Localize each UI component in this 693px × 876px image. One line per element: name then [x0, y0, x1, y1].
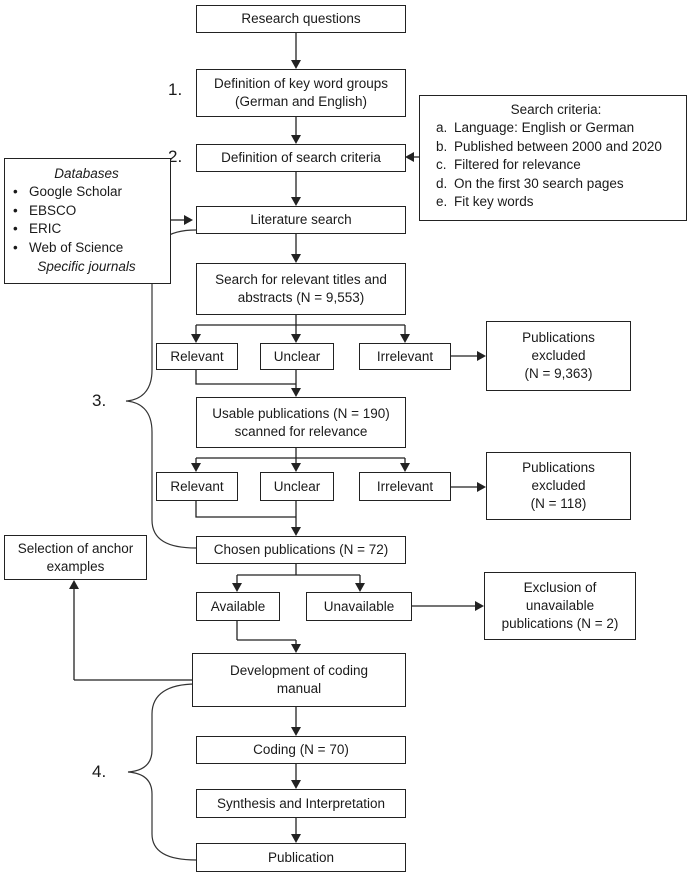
bullet-icon: • — [13, 221, 18, 237]
round2-unclear-box: Unclear — [260, 472, 334, 501]
keyword-groups-box: Definition of key word groups (German an… — [196, 69, 406, 117]
criteria-marker: c. — [436, 157, 447, 173]
databases-footer: Specific journals — [37, 259, 136, 275]
criteria-item-c: c. Filtered for relevance — [436, 156, 676, 175]
excluded1-line-3: (N = 9,363) — [524, 366, 593, 381]
unavailable-box: Unavailable — [306, 592, 412, 621]
excluded2-line-3: (N = 118) — [530, 496, 587, 511]
round1-irrelevant-box: Irrelevant — [359, 343, 451, 370]
chosen-publications-box: Chosen publications (N = 72) — [196, 536, 406, 564]
excluded2-box: Publications excluded (N = 118) — [486, 452, 631, 520]
search-criteria-list: a. Language: English or German b. Publishe… — [436, 119, 676, 212]
available-box: Available — [196, 592, 280, 621]
criteria-item-d: d. On the first 30 search pages — [436, 175, 676, 194]
chosen-publications-label: Chosen publications (N = 72) — [213, 542, 389, 557]
criteria-text: Filtered for relevance — [454, 157, 581, 173]
anchor-examples-line-2: examples — [46, 558, 105, 574]
usable-publications-box: Usable publications (N = 190) scanned fo… — [196, 397, 406, 448]
excluded2-line-1: Publications — [522, 460, 595, 475]
bullet-icon: • — [13, 202, 18, 218]
excluded1-box: Publications excluded (N = 9,363) — [486, 321, 631, 391]
keyword-groups-line-1: Definition of key word groups — [213, 76, 389, 91]
criteria-text: Published between 2000 and 2020 — [454, 138, 662, 154]
criteria-marker: e. — [436, 194, 448, 210]
step-number-3: 3. — [92, 391, 107, 410]
excluded1-line-1: Publications — [522, 330, 595, 345]
round2-unclear-label: Unclear — [273, 478, 321, 494]
exclusion-unavailable-line-2: unavailable — [525, 598, 595, 613]
round2-relevant-label: Relevant — [170, 478, 224, 494]
synthesis-label: Synthesis and Interpretation — [216, 795, 386, 811]
database-item: • ERIC — [9, 220, 164, 239]
coding-manual-box: Development of coding manual — [192, 653, 406, 707]
publication-label: Publication — [267, 849, 335, 865]
titles-abstracts-line-2: abstracts (N = 9,553) — [237, 290, 365, 305]
research-questions-label: Research questions — [241, 11, 361, 26]
round1-relevant-box: Relevant — [156, 343, 238, 370]
round2-irrelevant-box: Irrelevant — [359, 472, 451, 501]
anchor-examples-line-1: Selection of anchor — [17, 540, 134, 556]
criteria-marker: b. — [436, 138, 448, 154]
publication-box: Publication — [196, 843, 406, 872]
criteria-text: Fit key words — [454, 194, 534, 210]
unavailable-label: Unavailable — [323, 598, 395, 614]
criteria-item-b: b. Published between 2000 and 2020 — [436, 138, 676, 157]
keyword-groups-line-2: (German and English) — [234, 94, 368, 109]
criteria-text: Language: English or German — [454, 120, 635, 135]
databases-box: Databases • Google Scholar • EBSCO • ERIC •… — [4, 158, 171, 284]
database-item: • EBSCO — [9, 202, 164, 221]
excluded1-line-2: excluded — [531, 348, 586, 363]
exclusion-unavailable-line-3: publications (N = 2) — [501, 616, 619, 631]
criteria-marker: a. — [436, 120, 448, 135]
round1-unclear-box: Unclear — [260, 343, 334, 370]
bullet-icon: • — [13, 184, 18, 199]
literature-search-label: Literature search — [250, 212, 352, 227]
available-label: Available — [210, 598, 266, 614]
round2-irrelevant-label: Irrelevant — [376, 478, 434, 494]
search-criteria-box: Search criteria: a. Language: English or … — [419, 95, 687, 221]
coding-box: Coding (N = 70) — [196, 736, 406, 764]
database-name: EBSCO — [29, 202, 77, 218]
search-criteria-definition-label: Definition of search criteria — [221, 150, 381, 165]
coding-manual-line-2: manual — [276, 681, 322, 696]
titles-abstracts-line-1: Search for relevant titles and — [215, 272, 387, 287]
database-item: • Web of Science — [9, 239, 164, 258]
round1-irrelevant-label: Irrelevant — [376, 348, 434, 364]
criteria-item-a: a. Language: English or German — [436, 119, 676, 138]
research-questions-box: Research questions — [196, 5, 406, 33]
database-name: Web of Science — [29, 239, 124, 255]
excluded2-line-2: excluded — [531, 478, 586, 493]
exclusion-unavailable-box: Exclusion of unavailable publications (N… — [484, 572, 636, 640]
usable-publications-line-1: Usable publications (N = 190) — [212, 405, 390, 421]
round1-relevant-label: Relevant — [170, 348, 224, 364]
databases-title: Databases — [54, 166, 119, 181]
literature-search-box: Literature search — [196, 206, 406, 234]
criteria-item-e: e. Fit key words — [436, 193, 676, 212]
search-criteria-definition-box: Definition of search criteria — [196, 144, 406, 172]
round2-relevant-box: Relevant — [156, 472, 238, 501]
usable-publications-line-2: scanned for relevance — [234, 423, 368, 439]
coding-label: Coding (N = 70) — [253, 742, 349, 757]
criteria-marker: d. — [436, 175, 448, 191]
step-number-4: 4. — [92, 762, 107, 781]
round1-unclear-label: Unclear — [273, 348, 321, 364]
databases-list: • Google Scholar • EBSCO • ERIC • Web of Sci… — [9, 183, 164, 257]
titles-abstracts-box: Search for relevant titles and abstracts… — [196, 263, 406, 315]
coding-manual-line-1: Development of coding — [229, 663, 369, 678]
search-criteria-title: Search criteria: — [510, 102, 602, 117]
bullet-icon: • — [13, 239, 18, 255]
database-item: • Google Scholar — [9, 183, 164, 202]
exclusion-unavailable-line-1: Exclusion of — [523, 580, 597, 595]
criteria-text: On the first 30 search pages — [454, 175, 624, 191]
step-number-1: 1. — [168, 80, 183, 99]
synthesis-box: Synthesis and Interpretation — [196, 789, 406, 818]
step-number-2: 2. — [168, 147, 183, 166]
database-name: ERIC — [29, 221, 62, 237]
database-name: Google Scholar — [29, 184, 123, 199]
anchor-examples-box: Selection of anchor examples — [4, 535, 147, 580]
